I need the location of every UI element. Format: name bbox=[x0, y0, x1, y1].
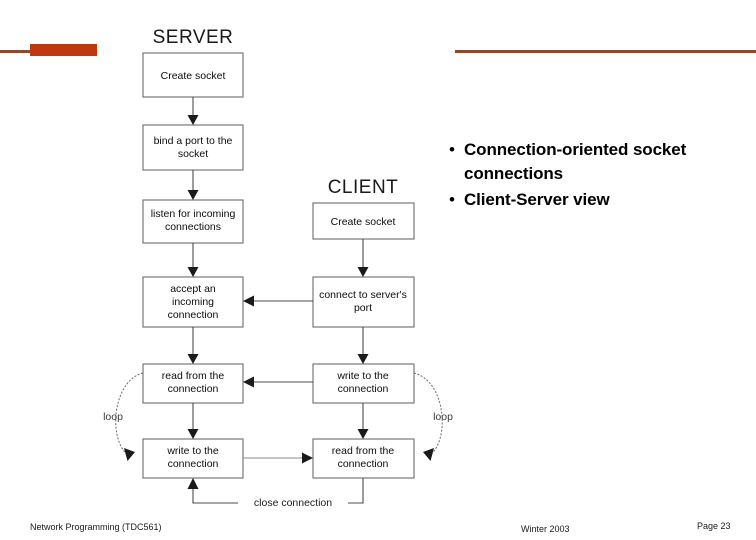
node-client-create-socket-line1: Create socket bbox=[331, 216, 396, 228]
arrowhead-client-write-to-read bbox=[357, 429, 369, 439]
arrowhead-server-create-to-bind bbox=[187, 115, 199, 125]
loop-label-client: loop bbox=[433, 411, 453, 423]
bullet-item-1: • Connection-oriented socket connections bbox=[440, 138, 750, 186]
arrowhead-server-read-to-write bbox=[187, 429, 199, 439]
node-server-read-line2: connection bbox=[168, 383, 219, 395]
node-client-read-line1: read from the bbox=[332, 445, 395, 457]
arrowhead-server-listen-to-accept bbox=[187, 267, 199, 277]
node-server-create-socket bbox=[142, 52, 244, 98]
node-client-write-line2: connection bbox=[338, 383, 389, 395]
arrowhead-server-bind-to-listen bbox=[187, 190, 199, 200]
close-label-backdrop bbox=[238, 496, 348, 509]
node-client-connect-line1: connect to server's bbox=[319, 289, 407, 301]
footer-term-label: Winter 2003 bbox=[521, 524, 570, 534]
node-server-read bbox=[142, 363, 244, 404]
arrowhead-client-connect-to-server-accept bbox=[243, 295, 254, 307]
node-server-bind-port-line1: bind a port to the bbox=[154, 135, 233, 147]
header-accent-bar bbox=[30, 44, 97, 56]
node-server-accept-line2: incoming bbox=[172, 296, 214, 308]
bullet-marker-icon: • bbox=[449, 190, 455, 209]
bullet-marker-icon: • bbox=[449, 140, 455, 159]
node-server-accept-line1: accept an bbox=[170, 283, 216, 295]
node-server-write-line2: connection bbox=[168, 458, 219, 470]
node-server-write bbox=[142, 438, 244, 479]
arrowhead-loop-server bbox=[124, 448, 135, 461]
node-server-accept-line3: connection bbox=[168, 309, 219, 321]
node-server-read-line1: read from the bbox=[162, 370, 225, 382]
node-server-write-line1: write to the bbox=[166, 445, 219, 457]
bullet-list: • Connection-oriented socket connections… bbox=[440, 138, 750, 214]
client-server-flowchart: SERVER CLIENT Create socket bind a port … bbox=[103, 27, 453, 509]
node-server-create-socket-line1: Create socket bbox=[161, 70, 226, 82]
close-connection-label: close connection bbox=[254, 497, 332, 509]
arrowhead-server-accept-to-read bbox=[187, 354, 199, 364]
arrowhead-close-connection bbox=[187, 478, 199, 489]
node-client-read-line2: connection bbox=[338, 458, 389, 470]
node-server-listen bbox=[142, 199, 244, 244]
node-server-accept bbox=[142, 276, 244, 328]
node-client-create-socket bbox=[312, 202, 415, 240]
footer-page-number: Page 23 bbox=[697, 521, 731, 531]
bullet-item-2-text: Client-Server view bbox=[464, 190, 610, 209]
bullet-item-1-text: Connection-oriented socket connections bbox=[464, 140, 687, 183]
footer-course-label: Network Programming (TDC561) bbox=[30, 522, 162, 532]
bullet-item-2: • Client-Server view bbox=[440, 188, 750, 212]
arrowhead-client-write-to-server-read bbox=[243, 376, 254, 388]
node-client-connect-line2: port bbox=[354, 302, 372, 314]
loop-label-server: loop bbox=[103, 411, 123, 423]
node-server-listen-line2: connections bbox=[165, 221, 221, 233]
header-rule-right bbox=[455, 50, 756, 53]
loop-curve-server bbox=[115, 372, 144, 456]
header-rule-left-thin bbox=[0, 50, 36, 53]
arrowhead-loop-client bbox=[423, 448, 434, 461]
client-column-title: CLIENT bbox=[328, 177, 399, 198]
arrowhead-client-create-to-connect bbox=[357, 267, 369, 277]
node-server-listen-line1: listen for incoming bbox=[151, 208, 236, 220]
arrowhead-server-write-to-client-read bbox=[302, 452, 313, 464]
node-client-write-line1: write to the bbox=[336, 370, 389, 382]
node-server-bind-port-line2: socket bbox=[178, 148, 208, 160]
server-column-title: SERVER bbox=[153, 27, 234, 48]
arrowhead-client-connect-to-write bbox=[357, 354, 369, 364]
